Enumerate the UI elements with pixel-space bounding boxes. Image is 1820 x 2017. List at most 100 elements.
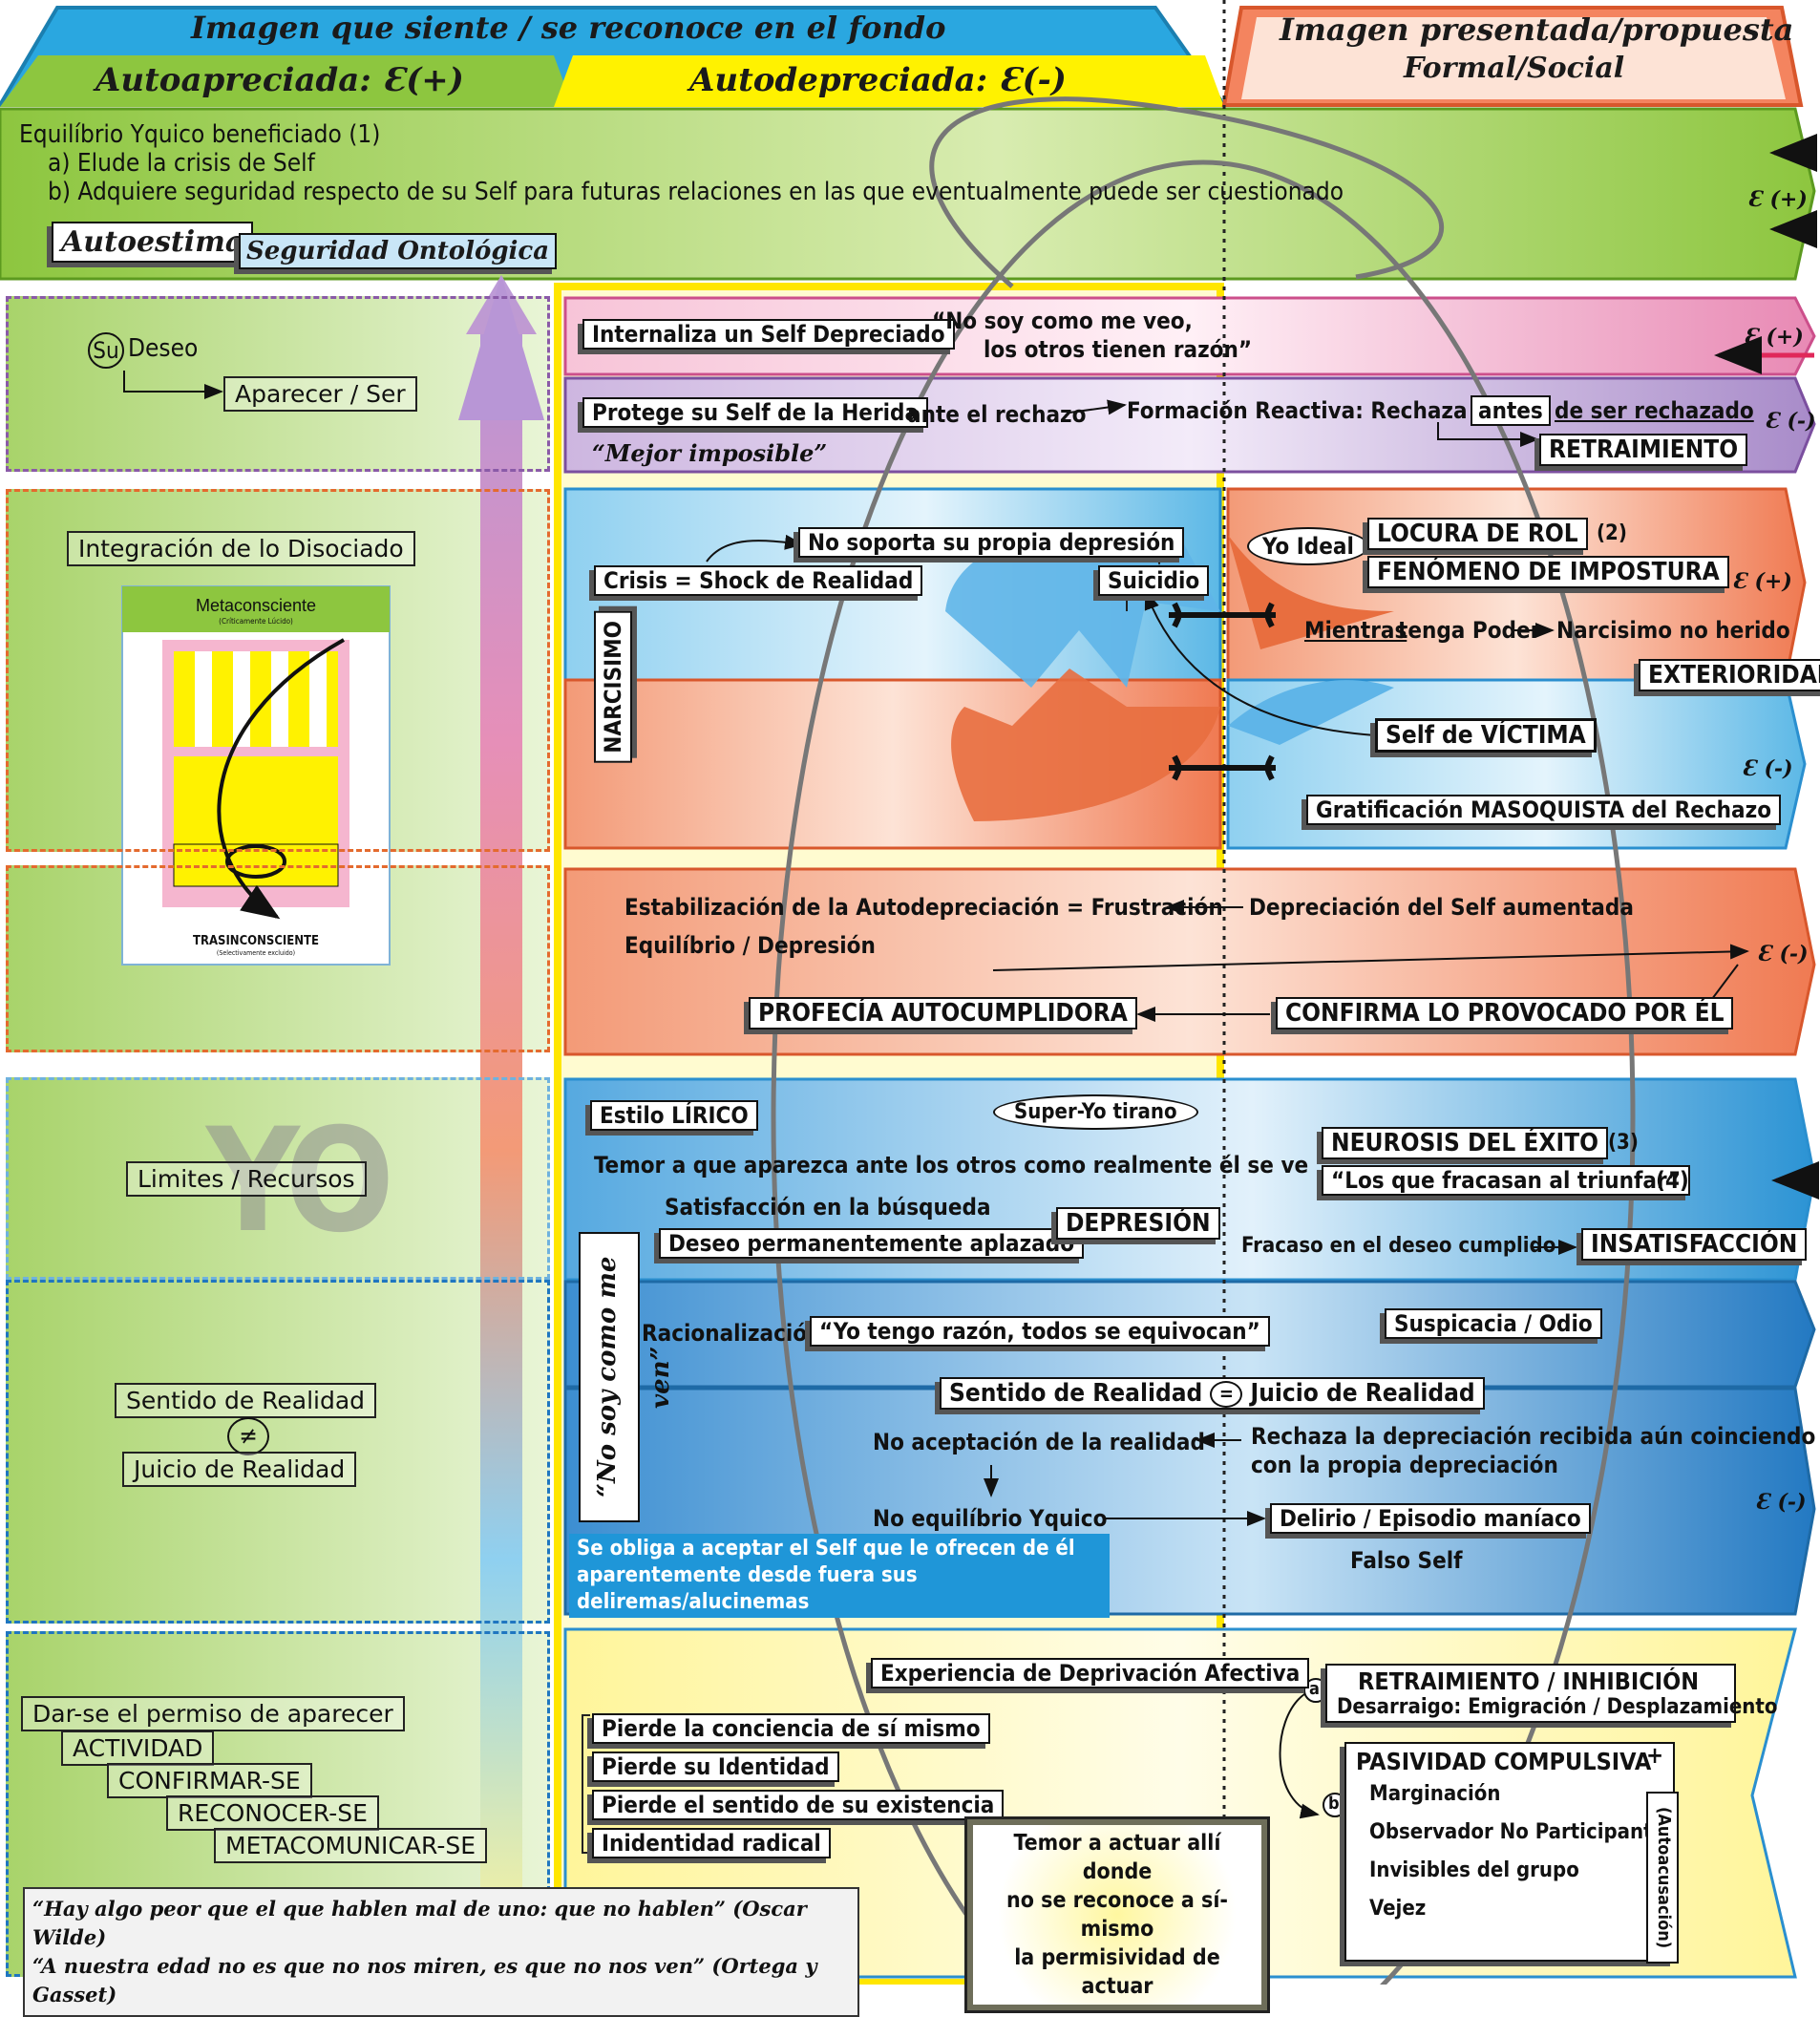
row1-line1: Equilíbrio Yquico beneficiado (1) bbox=[19, 120, 381, 149]
protege-box: Protege su Self de la Herida bbox=[582, 397, 929, 428]
deseo-aplazado-box: Deseo permanentemente aplazado bbox=[659, 1228, 1085, 1259]
retraimiento-box: RETRAIMIENTO bbox=[1539, 434, 1748, 466]
fracasan-ref: (4) bbox=[1656, 1167, 1689, 1194]
pink-quote-2: los otros tienen razón” bbox=[984, 336, 1253, 363]
retraimiento-inhibicion-box: RETRAIMIENTO / INHIBICIÓN Desarraigo: Em… bbox=[1325, 1664, 1777, 1723]
self-victima-box: Self de VÍCTIMA bbox=[1375, 718, 1597, 753]
row1-line2: a) Elude la crisis de Self bbox=[48, 149, 315, 178]
temor-line2: no se reconoce a sí-mismo bbox=[1005, 1888, 1229, 1942]
marginacion: Marginación bbox=[1369, 1782, 1501, 1806]
purple-e-minus: Ɛ (-) bbox=[1765, 409, 1816, 434]
temor-line1: Temor a actuar allí donde bbox=[1013, 1831, 1221, 1884]
exterioridad-box: EXTERIORIDAD bbox=[1639, 659, 1820, 691]
no-equilibrio: No equilíbrio Yquico bbox=[873, 1505, 1108, 1532]
row1-e-plus: Ɛ (+) bbox=[1747, 187, 1808, 212]
quotes-box: “Hay algo peor que el que hablen mal de … bbox=[23, 1887, 859, 2017]
locura-ref: (2) bbox=[1597, 521, 1627, 545]
fenomeno-impostura-box: FENÓMENO DE IMPOSTURA bbox=[1367, 556, 1729, 588]
delirio-box: Delirio / Episodio maníaco bbox=[1270, 1503, 1591, 1534]
no-soy-como-me-ven: “No soy como me ven” bbox=[579, 1232, 675, 1522]
crisis-box: Crisis = Shock de Realidad bbox=[594, 565, 923, 596]
header-col-autodepreciada: Autodepreciada: Ɛ(-) bbox=[689, 61, 1067, 99]
retraimiento-inhibicion-title: RETRAIMIENTO / INHIBICIÓN bbox=[1358, 1667, 1700, 1695]
autoestima-box: Autoestima bbox=[52, 222, 254, 263]
yo-tengo-razon-box: “Yo tengo razón, todos se equivocan” bbox=[810, 1316, 1270, 1347]
equals-circle-icon: = bbox=[1210, 1380, 1243, 1408]
autoacusacion-box: (Autoacusación) bbox=[1646, 1792, 1679, 1964]
falso-self: Falso Self bbox=[1350, 1547, 1463, 1574]
header-top-title: Imagen que siente / se reconoce en el fo… bbox=[191, 10, 946, 46]
header-col-autoapreciada: Autoapreciada: Ɛ(+) bbox=[95, 61, 464, 99]
suicidio-box: Suicidio bbox=[1098, 565, 1210, 596]
narcisimo-no-herido: Narcisimo no herido bbox=[1556, 617, 1790, 644]
pasividad-box: PASIVIDAD COMPULSIVA Marginación Observa… bbox=[1344, 1742, 1675, 1962]
quote-ortega: “A nuestra edad no es que no nos miren, … bbox=[32, 1954, 817, 2006]
sentido-realidad-text: Sentido de Realidad bbox=[949, 1379, 1203, 1408]
antes-box: antes bbox=[1471, 395, 1551, 426]
temor-aparezca: Temor a que aparezca ante los otros como… bbox=[594, 1152, 1309, 1178]
satisfaccion-busqueda: Satisfacción en la búsqueda bbox=[665, 1194, 991, 1221]
pink-e-plus: Ɛ (+) bbox=[1744, 325, 1804, 350]
equilibrio-depresion: Equilíbrio / Depresión bbox=[624, 932, 876, 959]
depresion-box: DEPRESIÓN bbox=[1056, 1207, 1220, 1240]
trasinconsciente-sub: (Selectivamente excluido) bbox=[216, 949, 296, 957]
sentido-juicio-box: Sentido de Realidad = Juicio de Realidad bbox=[940, 1377, 1485, 1410]
racionalizacion: Racionalización: bbox=[642, 1320, 831, 1347]
metacomunicar-box: METACOMUNICAR-SE bbox=[214, 1828, 488, 1863]
header-right-title-1: Imagen presentada/propuesta bbox=[1280, 11, 1794, 48]
reconocer-box: RECONOCER-SE bbox=[166, 1795, 379, 1831]
fracaso-deseo-cumplido: Fracaso en el deseo cumplido bbox=[1241, 1234, 1556, 1258]
tenga-poder: tenga Poder bbox=[1398, 617, 1541, 644]
rechaza-line2: con la propia depreciación bbox=[1251, 1452, 1558, 1478]
darse-permiso-box: Dar-se el permiso de aparecer bbox=[21, 1696, 405, 1731]
quote-wilde: “Hay algo peor que el que hablen mal de … bbox=[32, 1897, 807, 1949]
confirma-box: CONFIRMA LO PROVOCADO POR ÉL bbox=[1276, 997, 1734, 1030]
trasinconsciente-label: TRASINCONSCIENTE bbox=[192, 934, 319, 948]
inidentidad-box: Inidentidad radical bbox=[592, 1828, 831, 1858]
observador: Observador No Participante bbox=[1369, 1820, 1665, 1844]
yo-watermark: YO bbox=[206, 1098, 394, 1264]
aparecer-ser-box: Aparecer / Ser bbox=[223, 376, 417, 412]
ante-rechazo: ante el rechazo bbox=[907, 401, 1087, 428]
se-obliga-line2: aparentemente desde fuera sus deliremas/… bbox=[577, 1563, 918, 1614]
left-box-integracion bbox=[6, 489, 550, 852]
gratificacion-box: Gratificación MASOQUISTA del Rechazo bbox=[1306, 795, 1782, 825]
vejez: Vejez bbox=[1369, 1897, 1427, 1921]
metaconsciente-label: Metaconsciente bbox=[195, 596, 317, 615]
left-box-limites bbox=[6, 1077, 550, 1280]
left-box-frustracion bbox=[6, 865, 550, 1052]
frust-e-minus: Ɛ (-) bbox=[1757, 942, 1809, 966]
lirico-e-minus: Ɛ (-) bbox=[1755, 1490, 1807, 1515]
temor-actuar-frame: Temor a actuar allí donde no se reconoce… bbox=[964, 1816, 1270, 2013]
mejor-imposible: “Mejor imposible” bbox=[592, 439, 828, 467]
confirmar-box: CONFIRMAR-SE bbox=[107, 1763, 312, 1798]
pasividad-plus: + bbox=[1646, 1742, 1664, 1769]
su-circle: Su bbox=[88, 332, 124, 369]
rechaza-line1: Rechaza la depreciación recibida aún coi… bbox=[1251, 1423, 1816, 1450]
no-soporta-box: No soporta su propia depresión bbox=[798, 527, 1185, 558]
fracasan-box: “Los que fracasan al triunfar” bbox=[1322, 1165, 1691, 1196]
mientras: Mientras bbox=[1304, 617, 1407, 644]
insatisfaccion-box: INSATISFACCIÓN bbox=[1581, 1228, 1808, 1261]
narc-e-minus: Ɛ (-) bbox=[1742, 756, 1793, 781]
temor-line3: la permisividad de actuar bbox=[1014, 1945, 1220, 1999]
a-circle-label: a bbox=[1309, 1679, 1320, 1699]
formacion-reactiva: Formación Reactiva: Rechaza bbox=[1127, 397, 1468, 424]
neurosis-ref: (3) bbox=[1608, 1131, 1639, 1155]
left-box-sentido bbox=[6, 1280, 550, 1624]
actividad-box: ACTIVIDAD bbox=[61, 1730, 215, 1766]
de-ser-rechazado: de ser rechazado bbox=[1555, 397, 1754, 424]
integracion-box: Integración de lo Disociado bbox=[67, 531, 415, 566]
estabilizacion: Estabilización de la Autodepreciación = … bbox=[624, 894, 1223, 921]
sentido-realidad-box: Sentido de Realidad bbox=[115, 1383, 377, 1418]
juicio-realidad-text: Juicio de Realidad bbox=[1250, 1379, 1475, 1408]
pierde-conciencia-box: Pierde la conciencia de sí mismo bbox=[592, 1713, 990, 1744]
estilo-lirico-box: Estilo LÍRICO bbox=[590, 1100, 758, 1131]
row1-line3: b) Adquiere seguridad respecto de su Sel… bbox=[48, 178, 1344, 206]
pasividad-title: PASIVIDAD COMPULSIVA bbox=[1356, 1748, 1652, 1775]
yo-ideal-ellipse: Yo Ideal bbox=[1247, 527, 1369, 565]
se-obliga-box: Se obliga a aceptar el Self que le ofrec… bbox=[569, 1534, 1110, 1618]
limites-recursos-box: Limites / Recursos bbox=[126, 1161, 367, 1197]
seguridad-ontologica-box: Seguridad Ontológica bbox=[239, 233, 558, 269]
depreciacion-aumentada: Depreciación del Self aumentada bbox=[1249, 894, 1634, 921]
